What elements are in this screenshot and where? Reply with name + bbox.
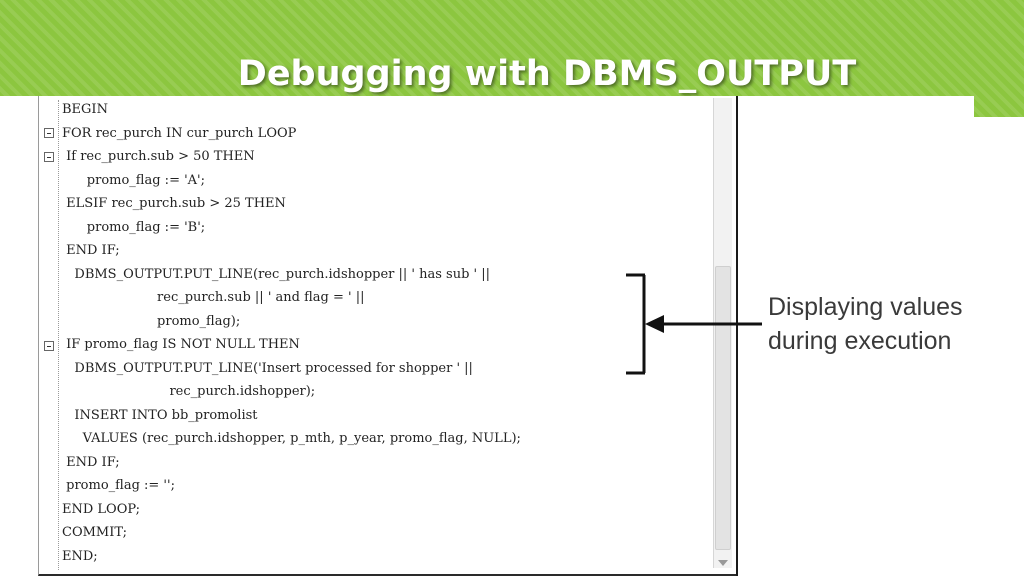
code-line: promo_flag := 'A'; xyxy=(62,172,206,188)
code-line: DBMS_OUTPUT.PUT_LINE(rec_purch.idshopper… xyxy=(62,266,490,282)
code-line: FOR rec_purch IN cur_purch LOOP xyxy=(62,125,297,141)
collapse-if-icon[interactable] xyxy=(44,152,54,162)
code-line: BEGIN xyxy=(62,102,108,117)
callout-line-2: during execution xyxy=(768,327,952,355)
code-line: rec_purch.idshopper); xyxy=(62,384,316,399)
code-line: END IF; xyxy=(62,243,120,258)
code-line: promo_flag := 'B'; xyxy=(62,219,206,235)
code-line: DBMS_OUTPUT.PUT_LINE('Insert processed f… xyxy=(62,360,473,376)
slide-title: Debugging with DBMS_OUTPUT xyxy=(237,54,857,94)
code-line: promo_flag := ''; xyxy=(62,478,175,493)
gutter-dotted-line xyxy=(58,100,59,570)
collapse-loop-icon[interactable] xyxy=(44,128,54,138)
code-line: END LOOP; xyxy=(62,501,141,517)
code-line: VALUES (rec_purch.idshopper, p_mth, p_ye… xyxy=(62,431,521,446)
code-line: END; xyxy=(62,548,98,564)
code-line: ELSIF rec_purch.sub > 25 THEN xyxy=(62,196,286,211)
code-line: rec_purch.sub || ' and flag = ' || xyxy=(62,290,365,305)
callout-line-1: Displaying values xyxy=(768,293,963,321)
arrow-head-icon xyxy=(645,315,664,333)
code-line: COMMIT; xyxy=(62,525,127,540)
callout-text: Displaying values during execution xyxy=(768,290,963,358)
collapse-if-promo-icon[interactable] xyxy=(44,341,54,351)
vertical-scrollbar[interactable] xyxy=(713,98,732,568)
code-line: IF promo_flag IS NOT NULL THEN xyxy=(62,337,300,352)
editor-border xyxy=(736,96,738,576)
code-line: END IF; xyxy=(62,454,120,470)
scroll-down-icon[interactable] xyxy=(718,560,728,566)
scrollbar-thumb[interactable] xyxy=(715,266,731,550)
code-line: INSERT INTO bb_promolist xyxy=(62,407,258,423)
code-line: promo_flag); xyxy=(62,313,241,329)
code-line: If rec_purch.sub > 50 THEN xyxy=(62,149,255,164)
code-editor xyxy=(38,96,736,576)
code-listing: BEGIN FOR rec_purch IN cur_purch LOOP If … xyxy=(62,98,521,568)
